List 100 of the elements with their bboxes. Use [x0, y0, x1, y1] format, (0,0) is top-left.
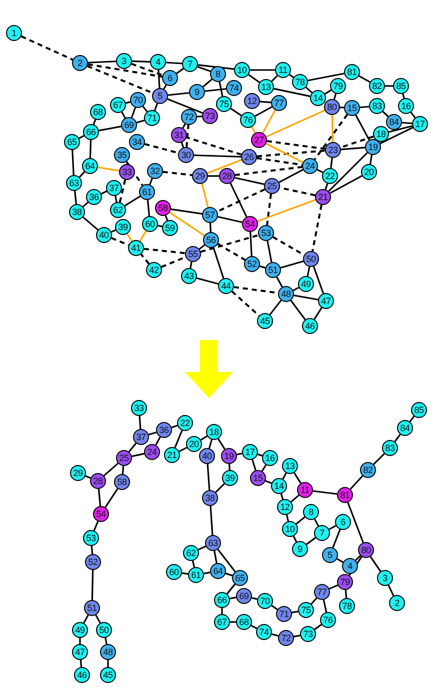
network-node: 85 [393, 78, 409, 94]
network-node: 19 [221, 448, 237, 464]
network-edge [271, 604, 278, 610]
network-edge [88, 60, 116, 64]
network-edge [274, 88, 310, 98]
network-node: 30 [178, 147, 194, 163]
network-edge [355, 114, 370, 140]
network-node: 36 [86, 189, 102, 205]
network-node: 23 [325, 142, 341, 158]
network-node: 84 [386, 114, 402, 130]
network-node: 81 [344, 64, 360, 80]
network-node: 65 [64, 134, 80, 150]
network-node: 22 [322, 168, 338, 184]
network-edge [212, 247, 224, 279]
network-edge [164, 215, 168, 221]
network-edge [215, 483, 225, 493]
network-edge [380, 126, 414, 144]
network-node: 16 [398, 98, 414, 114]
network-edge [78, 171, 86, 178]
network-edge [206, 464, 210, 490]
network-edge [204, 572, 210, 574]
network-edge [149, 178, 153, 185]
network-node: 19 [365, 139, 381, 155]
network-edge [210, 222, 212, 232]
network-node: 46 [74, 667, 90, 683]
network-node: 35 [114, 147, 130, 163]
network-edge [280, 260, 304, 269]
network-node: 51 [84, 600, 100, 616]
network-node: 79 [337, 574, 353, 590]
network-edge [182, 572, 188, 575]
network-node: 27 [251, 132, 267, 148]
network-node: 47 [318, 293, 334, 309]
network-node: 76 [240, 112, 256, 128]
network-node: 71 [144, 110, 160, 126]
network-node: 29 [192, 168, 208, 184]
network-edge [200, 435, 208, 441]
network-edge [225, 572, 233, 576]
network-node: 9 [189, 84, 205, 100]
network-edge [163, 84, 167, 90]
network-edge [306, 537, 316, 545]
network-edge [178, 446, 188, 452]
network-edge [259, 265, 266, 269]
network-node: 67 [214, 614, 230, 630]
network-node: 12 [277, 499, 293, 515]
network-edge [292, 536, 298, 542]
network-node: 33 [131, 400, 147, 416]
network-node: 72 [181, 109, 197, 125]
network-node: 31 [171, 127, 187, 143]
network-edge [218, 82, 224, 96]
network-edge [92, 119, 96, 125]
network-edge [266, 142, 304, 164]
network-edge [322, 600, 328, 612]
network-edge [74, 190, 77, 204]
network-edge [230, 108, 242, 116]
network-node: 83 [369, 98, 385, 114]
network-edge [290, 494, 300, 502]
network-edge [314, 518, 319, 526]
network-edge [91, 570, 94, 600]
network-edge [292, 286, 300, 292]
network-node: 68 [236, 614, 252, 630]
network-node: 4 [150, 54, 166, 70]
network-node: 15 [250, 470, 266, 486]
network-edge [373, 453, 385, 465]
network-node: 9 [292, 541, 308, 557]
network-edge [266, 140, 326, 150]
network-node: 18 [206, 424, 222, 440]
network-node: 74 [256, 624, 272, 640]
network-node: 17 [242, 444, 258, 460]
network-edge [329, 584, 338, 590]
network-node: 4 [342, 558, 358, 574]
network-node: 53 [258, 225, 274, 241]
network-node: 40 [96, 227, 112, 243]
network-edge [257, 199, 316, 222]
network-node: 70 [130, 92, 146, 108]
network-node: 43 [181, 268, 197, 284]
network-node: 65 [232, 570, 248, 586]
network-node: 75 [216, 96, 232, 112]
network-edge [216, 188, 266, 213]
network-edge [306, 266, 310, 276]
network-node: 61 [188, 567, 204, 583]
network-node: 54 [242, 216, 258, 232]
network-edge [314, 307, 322, 320]
network-edge [79, 638, 81, 644]
network-edge [324, 183, 328, 190]
network-edge [142, 106, 148, 112]
network-node: 14 [271, 478, 287, 494]
network-edge [186, 124, 190, 148]
network-node: 71 [276, 606, 292, 622]
network-node: 67 [110, 97, 126, 113]
network-edge [196, 116, 202, 118]
network-node: 75 [298, 602, 314, 618]
network-edge [186, 136, 242, 156]
network-edge [308, 72, 344, 82]
network-edge [332, 529, 341, 548]
network-edge [194, 154, 242, 158]
network-node: 68 [90, 104, 106, 120]
network-edge [121, 112, 126, 118]
network-node: 37 [133, 429, 149, 445]
network-node: 41 [128, 240, 144, 256]
network-node: 37 [106, 180, 122, 196]
